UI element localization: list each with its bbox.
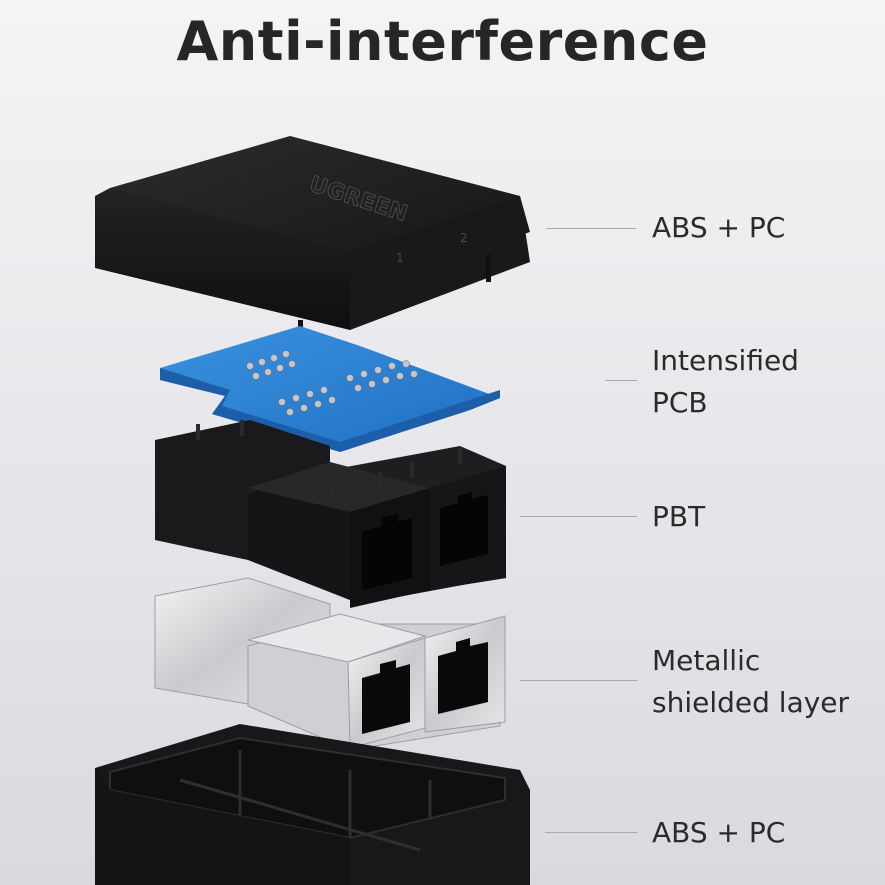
layer-label-line: PBT [652,500,706,533]
layer-label-top-cover: ABS + PC [652,207,785,249]
callout-line-3 [520,516,637,517]
layer-label-metal: Metallic shielded layer [652,640,849,724]
pbt-housing [155,420,506,608]
callout-line-1 [546,228,636,229]
layer-label-line: PCB [652,386,708,419]
layer-label-pcb: Intensified PCB [652,340,799,424]
top-cover: UGREEN 1 2 [95,136,530,342]
port-number-1: 1 [396,251,404,265]
callout-line-2 [605,380,637,381]
bottom-housing [95,724,530,885]
layer-label-line: shielded layer [652,686,850,719]
pcb-board [160,326,500,452]
layer-label-line: Intensified [652,344,799,377]
callout-line-5 [545,832,637,833]
layer-label-line: ABS + PC [652,211,786,244]
callout-line-4 [520,680,637,681]
layer-label-pbt: PBT [652,496,705,538]
page-title: Anti-interference [176,10,709,73]
layer-label-line: Metallic [652,644,761,677]
metal-shield [154,577,506,751]
layer-label-bottom-housing: ABS + PC [652,812,785,854]
port-number-2: 2 [460,231,468,245]
layer-label-line: ABS + PC [652,816,786,849]
